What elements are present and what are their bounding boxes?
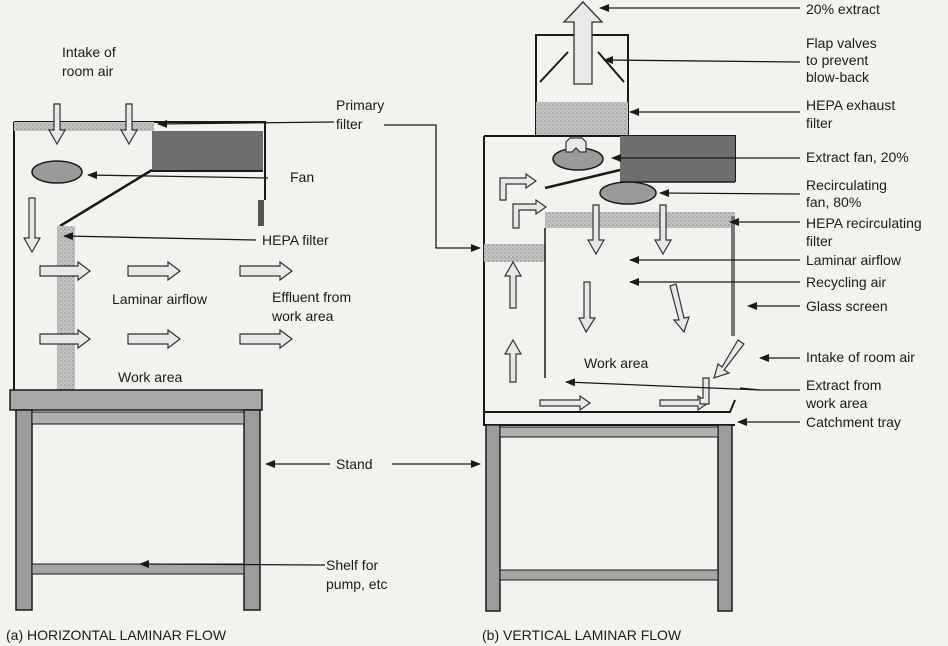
horizontal-cabinet [9, 103, 293, 611]
recirculating-fan [599, 181, 657, 205]
label-intake-room-air-1: Intake of [62, 44, 116, 60]
glass-screen [731, 216, 735, 336]
exhaust-arrow [562, 1, 604, 85]
fan-housing-left [152, 131, 263, 171]
label-extract-work-1: Extract from [806, 377, 881, 393]
hepa-recirculating-filter [545, 212, 735, 228]
label-recirc-fan-2: fan, 80% [806, 194, 861, 210]
caption-vertical: (b) VERTICAL LAMINAR FLOW [482, 627, 682, 643]
label-glass-screen: Glass screen [806, 298, 888, 314]
label-shelf-2: pump, etc [326, 576, 387, 592]
label-laminar-airflow-left: Laminar airflow [112, 291, 208, 307]
label-shelf-1: Shelf for [326, 557, 378, 573]
label-work-area-right: Work area [584, 355, 649, 371]
label-recycling-air: Recycling air [806, 274, 886, 290]
label-intake-room-air-right: Intake of room air [806, 349, 915, 365]
label-hepa-exhaust-1: HEPA exhaust [806, 97, 895, 113]
shelf-left [31, 563, 245, 575]
primary-filter-left [14, 122, 154, 131]
pointer-lines [63, 4, 801, 569]
label-catchment-tray: Catchment tray [806, 414, 901, 430]
label-hepa-recirc-2: filter [806, 233, 833, 249]
extract-fan-housing [620, 136, 735, 182]
label-flap-3: blow-back [806, 69, 870, 85]
work-surface-left [9, 389, 263, 411]
label-flap-2: to prevent [806, 52, 868, 68]
hepa-exhaust-filter [536, 102, 628, 136]
label-hepa-exhaust-2: filter [806, 115, 833, 131]
shelf-right [499, 569, 719, 581]
label-extract-fan: Extract fan, 20% [806, 149, 909, 165]
label-hepa-recirc-1: HEPA recirculating [806, 215, 922, 231]
fan-left [31, 160, 83, 184]
label-flap-1: Flap valves [806, 35, 877, 51]
caption-horizontal: (a) HORIZONTAL LAMINAR FLOW [6, 627, 227, 643]
label-laminar-airflow-right: Laminar airflow [806, 252, 902, 268]
label-work-area-left: Work area [118, 369, 183, 385]
label-primary-filter-1: Primary [336, 97, 384, 113]
primary-filter-right [484, 244, 546, 262]
label-effluent-1: Effluent from [272, 289, 351, 305]
label-20-extract: 20% extract [806, 1, 880, 17]
label-effluent-2: work area [271, 308, 334, 324]
label-stand: Stand [336, 456, 373, 472]
vertical-cabinet [483, 1, 745, 612]
label-extract-work-2: work area [805, 395, 868, 411]
label-hepa-filter: HEPA filter [262, 232, 329, 248]
label-primary-filter-2: filter [336, 116, 363, 132]
label-intake-room-air-2: room air [62, 63, 114, 79]
extract-fan [552, 147, 604, 171]
label-fan: Fan [290, 169, 314, 185]
hepa-filter-left [57, 226, 75, 392]
label-recirc-fan-1: Recirculating [806, 177, 887, 193]
